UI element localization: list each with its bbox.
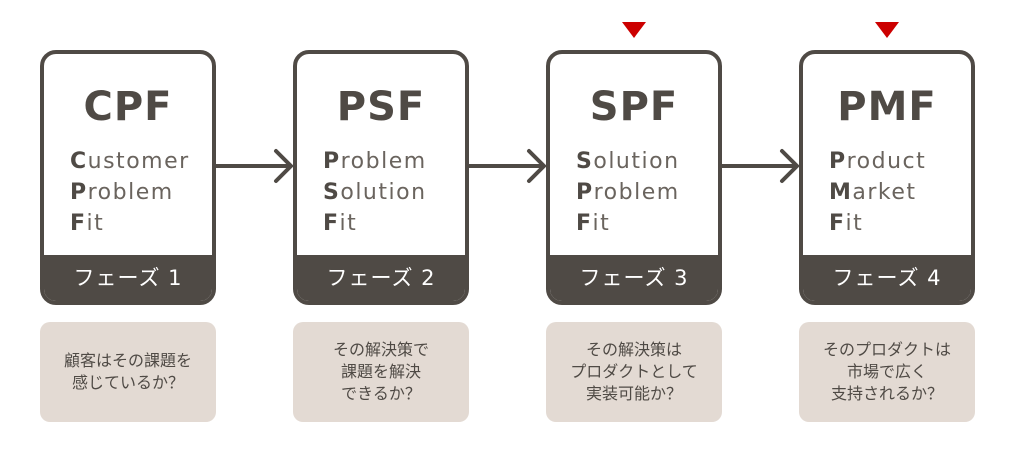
phase-word: Problem: [576, 180, 680, 205]
phase-word: Market: [829, 180, 917, 205]
phase-label: フェーズ 4: [803, 255, 971, 301]
phase-word: Problem: [323, 149, 427, 174]
right-arrow-icon: [214, 148, 294, 184]
phase-label: フェーズ 1: [44, 255, 212, 301]
phase-question: その解決策で 課題を解決 できるか？: [293, 322, 469, 422]
phase-word: Problem: [70, 180, 174, 205]
phase-word: Customer: [70, 149, 190, 174]
phase-word: Fit: [576, 211, 611, 236]
phase-abbreviation: CPF: [83, 84, 173, 130]
right-arrow-icon: [467, 148, 547, 184]
current-phase-marker-icon: [875, 22, 899, 38]
phase-word: Fit: [70, 211, 105, 236]
phase-abbreviation: PSF: [336, 84, 426, 130]
right-arrow-icon: [720, 148, 800, 184]
phase-word: Fit: [829, 211, 864, 236]
phase-abbreviation: SPF: [589, 84, 679, 130]
phase-question: その解決策は プロダクトとして 実装可能か？: [546, 322, 722, 422]
phase-word: Fit: [323, 211, 358, 236]
phase-question: そのプロダクトは 市場で広く 支持されるか？: [799, 322, 975, 422]
phase-question: 顧客はその課題を 感じているか？: [40, 322, 216, 422]
phase-label: フェーズ 2: [297, 255, 465, 301]
phase-abbreviation: PMF: [837, 84, 937, 130]
phase-word: Solution: [323, 180, 427, 205]
phase-word: Solution: [576, 149, 680, 174]
phase-word: Product: [829, 149, 927, 174]
current-phase-marker-icon: [622, 22, 646, 38]
phase-label: フェーズ 3: [550, 255, 718, 301]
